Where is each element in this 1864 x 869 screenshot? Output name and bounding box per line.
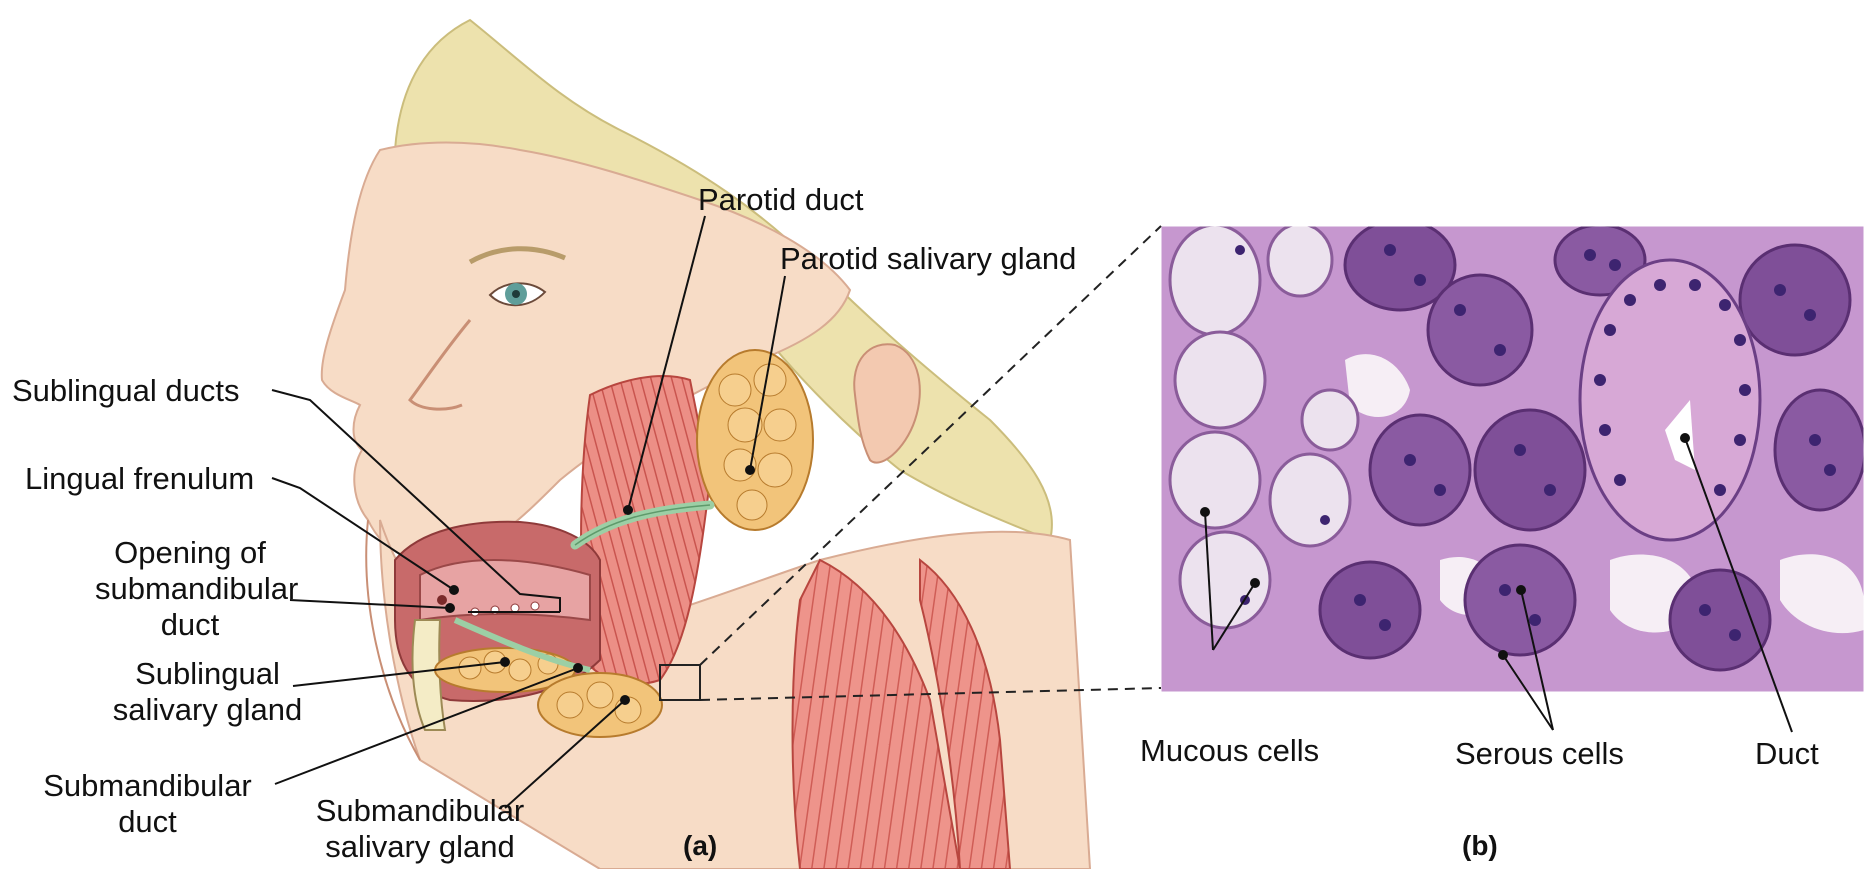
label-submandibular-duct-line2: duct: [40, 804, 255, 840]
label-parotid-salivary-gland: Parotid salivary gland: [780, 241, 1076, 277]
label-mucous-cells: Mucous cells: [1140, 733, 1319, 769]
label-opening-submandibular-duct: Opening of submandibular duct: [95, 535, 285, 643]
label-serous-cells: Serous cells: [1455, 736, 1624, 772]
histology-duct: [1580, 260, 1760, 540]
label-sublingual-salivary-gland: Sublingual salivary gland: [100, 656, 315, 728]
label-submandibular-salivary-gland: Submandibular salivary gland: [300, 793, 540, 865]
label-submandibular-gland-line2: salivary gland: [300, 829, 540, 865]
label-sublingual-gland-line2: salivary gland: [100, 692, 315, 728]
submandibular-duct-opening: [437, 595, 447, 605]
label-lingual-frenulum: Lingual frenulum: [25, 461, 254, 497]
label-submandibular-duct: Submandibular duct: [40, 768, 255, 840]
label-submandibular-duct-line1: Submandibular: [40, 768, 255, 804]
label-submandibular-gland-line1: Submandibular: [300, 793, 540, 829]
label-opening-line1: Opening of: [95, 535, 285, 571]
panel-label-b: (b): [1462, 830, 1498, 862]
label-duct: Duct: [1755, 736, 1819, 772]
histology-micrograph: [1161, 220, 1864, 692]
submandibular-gland: [538, 673, 662, 737]
label-opening-line3: duct: [95, 607, 285, 643]
panel-label-a: (a): [683, 830, 717, 862]
label-sublingual-ducts: Sublingual ducts: [12, 373, 240, 409]
label-opening-line2: submandibular: [95, 571, 285, 607]
label-parotid-duct: Parotid duct: [698, 182, 863, 218]
label-sublingual-gland-line1: Sublingual: [100, 656, 315, 692]
pupil: [512, 290, 520, 298]
